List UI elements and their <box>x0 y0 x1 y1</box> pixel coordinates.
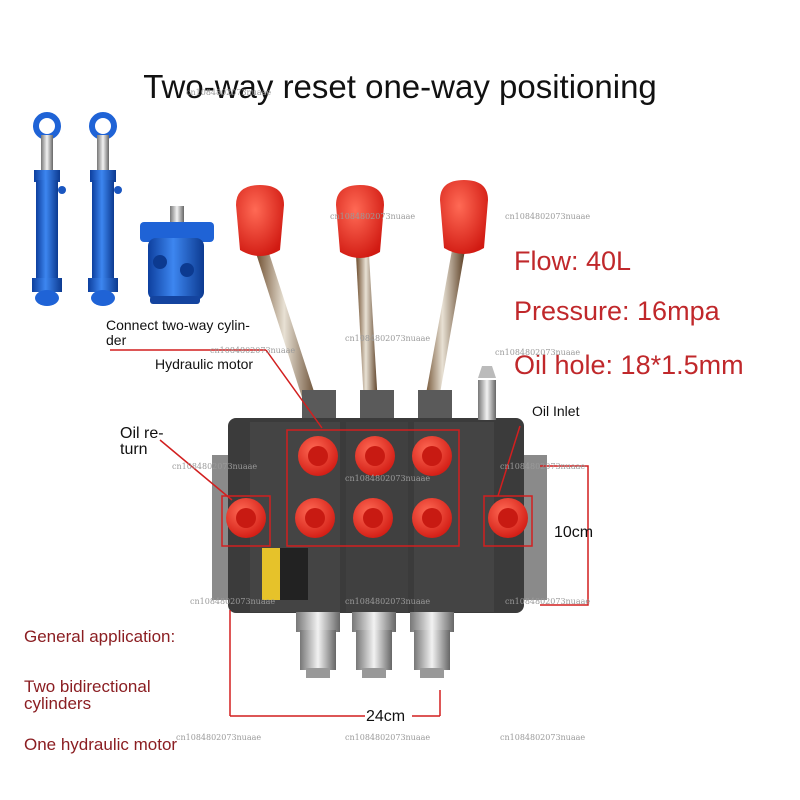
dimension-width: 24cm <box>366 708 406 725</box>
watermark: cn1084802073nuaae <box>495 348 581 357</box>
label-hydraulic-motor: Hydraulic motor <box>155 356 254 372</box>
application-heading: General application: <box>24 627 176 646</box>
watermark: cn1084802073nuaae <box>172 462 258 471</box>
spec-pressure: Pressure: 16mpa <box>514 296 720 326</box>
hydraulic-cylinder-2 <box>88 112 122 306</box>
label-connect-cylinder: Connect two-way cylin- der <box>106 317 250 348</box>
control-lever-2 <box>336 185 384 405</box>
watermark: cn1084802073nuaae <box>345 334 431 343</box>
watermark: cn1084802073nuaae <box>345 474 431 483</box>
spool-1 <box>296 612 340 678</box>
application-item-motor: One hydraulic motor <box>24 735 178 754</box>
spec-flow: Flow: 40L <box>514 246 632 276</box>
watermark: cn1084802073nuaae <box>186 88 272 97</box>
spec-oil-hole: Oil hole: 18*1.5mm <box>514 350 744 380</box>
watermark: cn1084802073nuaae <box>210 346 296 355</box>
page-title: Two-way reset one-way positioning <box>143 68 657 105</box>
hydraulic-motor-image <box>140 206 214 304</box>
dimension-height: 10cm <box>554 524 594 541</box>
watermark: cn1084802073nuaae <box>330 212 416 221</box>
spool-2 <box>352 612 396 678</box>
port-caps <box>226 436 528 538</box>
watermark: cn1084802073nuaae <box>190 597 276 606</box>
control-lever-1 <box>236 185 320 410</box>
watermark: cn1084802073nuaae <box>500 733 586 742</box>
watermark: cn1084802073nuaae <box>176 733 262 742</box>
watermark: cn1084802073nuaae <box>345 597 431 606</box>
label-oil-return: Oil re- turn <box>120 425 164 458</box>
hydraulic-cylinder-1 <box>32 112 66 306</box>
spool-3 <box>410 612 454 678</box>
control-lever-3 <box>424 180 488 405</box>
watermark: cn1084802073nuaae <box>345 733 431 742</box>
application-item-cylinders: Two bidirectional cylinders <box>24 677 151 713</box>
label-oil-inlet: Oil Inlet <box>532 403 580 419</box>
watermark: cn1084802073nuaae <box>505 597 591 606</box>
dimension-lines <box>229 465 589 717</box>
annotation-boxes <box>110 349 533 547</box>
watermark: cn1084802073nuaae <box>505 212 591 221</box>
watermark: cn1084802073nuaae <box>500 462 586 471</box>
